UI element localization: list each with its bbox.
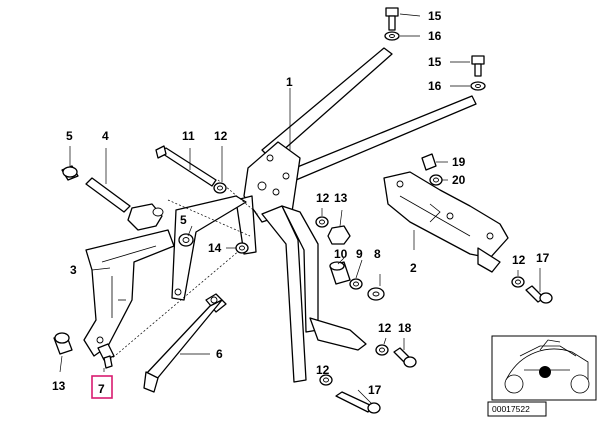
callout-17-bottom[interactable]: 17 [368, 383, 382, 397]
callout-5-upper[interactable]: 5 [66, 129, 73, 143]
locator-inset: 00017522 [487, 335, 597, 417]
screw-part-19[interactable] [421, 153, 437, 171]
highlight-box [91, 375, 113, 399]
leader-lines [59, 13, 541, 405]
washer-part-12-d[interactable] [375, 344, 389, 356]
bushing-part-5-lower[interactable] [178, 233, 194, 247]
callout-15-top[interactable]: 15 [428, 9, 442, 23]
bracket-arm-part-3[interactable] [83, 229, 175, 357]
callout-12-a[interactable]: 12 [214, 129, 228, 143]
washer-part-16-top[interactable] [384, 31, 400, 41]
washer-part-9[interactable] [349, 278, 363, 290]
washer-part-12-b[interactable] [315, 216, 329, 228]
callout-16-top[interactable]: 16 [428, 29, 442, 43]
callout-8[interactable]: 8 [374, 247, 381, 261]
highlighted-callout-7[interactable]: 7 [91, 375, 113, 399]
bushing-part-5-upper[interactable] [61, 165, 79, 181]
bolt-part-17-right[interactable] [525, 285, 553, 304]
bolt-part-17-bottom[interactable] [335, 391, 381, 414]
callout-12-d[interactable]: 12 [378, 321, 392, 335]
washer-part-20[interactable] [429, 174, 443, 186]
callout-6[interactable]: 6 [216, 347, 223, 361]
callout-20[interactable]: 20 [452, 173, 466, 187]
callout-5-lower[interactable]: 5 [180, 213, 187, 227]
side-bracket-part-2[interactable] [383, 171, 509, 273]
frame-part-1[interactable] [109, 47, 477, 383]
bolt-part-15-right[interactable] [471, 55, 485, 77]
bushing-part-13-lower[interactable] [53, 332, 73, 355]
washer-part-12-c[interactable] [511, 276, 525, 288]
screw-part-18[interactable] [393, 347, 417, 368]
location-marker-icon [539, 366, 551, 378]
callout-3[interactable]: 3 [70, 263, 77, 277]
callout-7[interactable]: 7 [98, 382, 105, 396]
callout-19[interactable]: 19 [452, 155, 466, 169]
pin-part-7[interactable] [97, 343, 115, 369]
callout-1[interactable]: 1 [286, 75, 293, 89]
callout-15-right[interactable]: 15 [428, 55, 442, 69]
callout-16-right[interactable]: 16 [428, 79, 442, 93]
callout-13-lower[interactable]: 13 [52, 379, 66, 393]
callout-14[interactable]: 14 [208, 241, 222, 255]
reference-number: 00017522 [492, 404, 530, 414]
washer-part-12-e[interactable] [319, 374, 333, 386]
washer-part-16-right[interactable] [470, 81, 486, 91]
callout-12-c[interactable]: 12 [512, 253, 526, 267]
callout-10[interactable]: 10 [334, 247, 348, 261]
callout-12-b[interactable]: 12 [316, 191, 330, 205]
motorcycle-silhouette-icon [504, 339, 590, 394]
callout-labels: 1 2 3 4 5 5 6 8 9 10 11 12 12 12 12 13 1… [52, 9, 550, 397]
callout-11[interactable]: 11 [182, 129, 195, 143]
callout-2[interactable]: 2 [410, 261, 417, 275]
callout-13-upper[interactable]: 13 [334, 191, 348, 205]
callout-12-e[interactable]: 12 [316, 363, 330, 377]
bushing-part-10[interactable] [329, 261, 351, 285]
pin-rod-part-4[interactable] [85, 177, 164, 231]
callout-17-right[interactable]: 17 [536, 251, 550, 265]
nut-part-13-upper[interactable] [327, 225, 351, 245]
strut-part-6[interactable] [143, 293, 227, 393]
callout-9[interactable]: 9 [356, 247, 363, 261]
callout-4[interactable]: 4 [102, 129, 109, 143]
bolt-part-15-top[interactable] [385, 7, 399, 31]
reference-box [487, 401, 547, 417]
nut-part-14[interactable] [235, 242, 249, 254]
washer-part-12-a[interactable] [213, 182, 227, 194]
screw-part-8[interactable] [367, 287, 385, 301]
callout-18[interactable]: 18 [398, 321, 412, 335]
bolt-part-11[interactable] [155, 145, 217, 187]
